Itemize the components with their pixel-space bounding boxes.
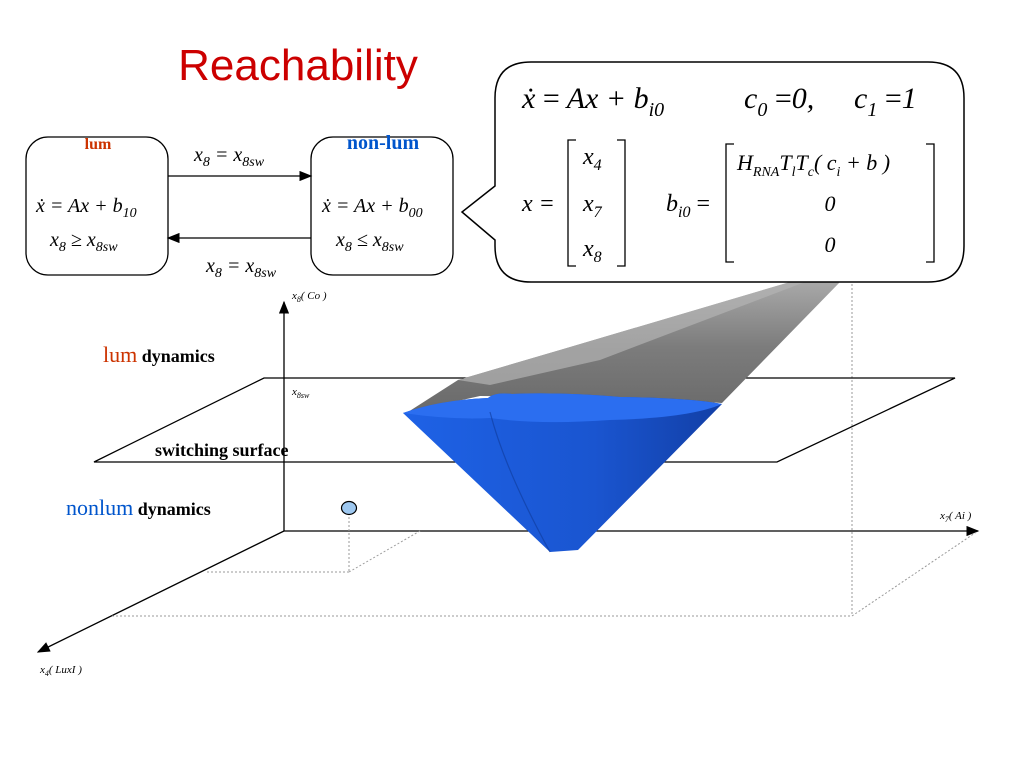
state-entry-x4: x4 [582,144,602,174]
reach-set-blue-cone [403,393,722,552]
reach-set-blue-ridge [489,411,551,553]
callout-flow-equation: ẋ = Ax + bi0 [521,82,664,121]
b-vector-left-bracket [725,143,734,263]
b-vector-lhs: bi0 = [666,191,710,221]
transition-guard-top: x8 = x8sw [193,144,265,170]
initial-point-guide-back [348,530,421,573]
nonlum-invariant: x8 ≤ x8sw [335,229,404,255]
axis-x8-label: x8( Co ) [291,290,327,304]
reach-set-blue-top-lip [403,393,722,423]
state-vector-left-bracket [567,139,576,267]
lum-mode-box [25,136,169,276]
callout-c1: c1 =1 [854,82,917,121]
state-entry-x8: x8 [582,236,602,266]
lum-mode-label: lum [85,136,112,153]
nonlum-dynamics-label: nonlum dynamics [66,495,211,520]
b-row1: HRNATlTc( ci + b ) [736,150,890,180]
lum-invariant: x8 ≥ x8sw [49,229,118,255]
initial-point [340,500,358,516]
reach-set-gray-highlight [458,282,805,385]
state-vector-lhs: x = [521,191,555,217]
floor-left-edge [36,530,285,653]
state-vector-right-bracket [617,139,626,267]
transition-guard-bottom: x8 = x8sw [205,255,277,281]
lum-flow-equation: ẋ = Ax + b10 [35,195,137,221]
b-vector-right-bracket [926,143,935,263]
state-entry-x7: x7 [582,191,603,221]
nonlum-mode-box [310,136,454,276]
nonlum-flow-equation: ẋ = Ax + b00 [321,195,423,221]
switching-surface-label: switching surface [155,440,289,460]
switch-level-label: x8sw [291,386,310,400]
axis-x7-label: x7( Ai ) [939,510,972,524]
b-row3: 0 [825,232,836,257]
callout-c0: c0 =0, [744,82,814,121]
lum-dynamics-label: lum dynamics [103,342,215,367]
floor-right-edge [851,530,979,617]
b-row2: 0 [825,191,836,216]
nonlum-mode-label: non-lum [347,132,420,154]
page-title: Reachability [178,41,418,90]
axis-x4-label: x4( LuxI ) [39,664,82,678]
callout-bubble [460,61,965,283]
